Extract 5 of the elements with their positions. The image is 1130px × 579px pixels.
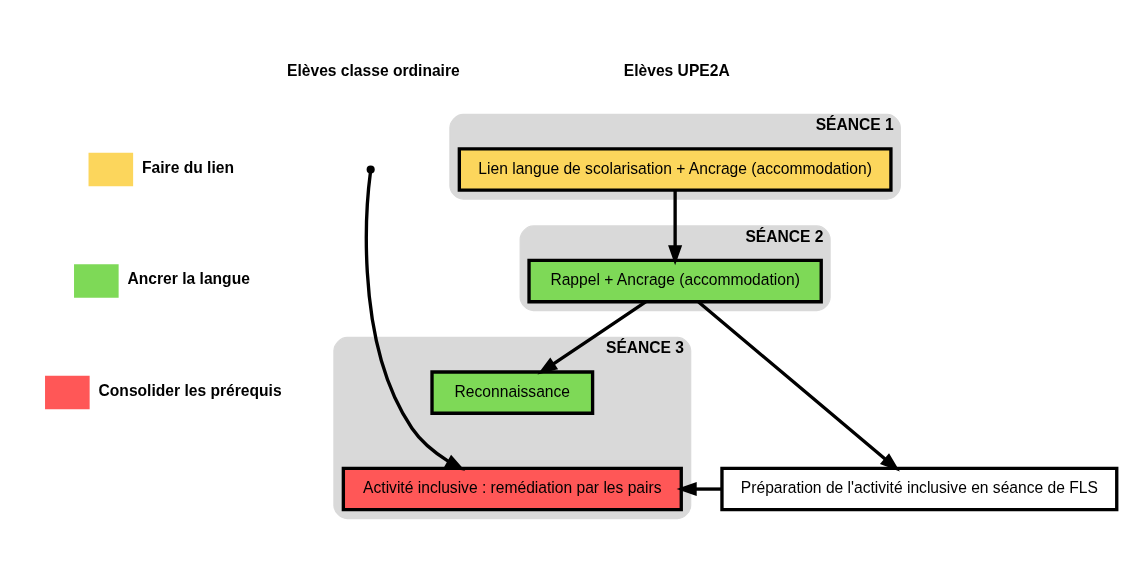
legend-label: Ancrer la langue bbox=[127, 269, 250, 287]
legend-label: Faire du lien bbox=[142, 158, 235, 176]
legend-label: Consolider les prérequis bbox=[98, 381, 282, 399]
label: Elèves UPE2A bbox=[623, 61, 730, 79]
label: Elèves classe ordinaire bbox=[287, 61, 460, 79]
